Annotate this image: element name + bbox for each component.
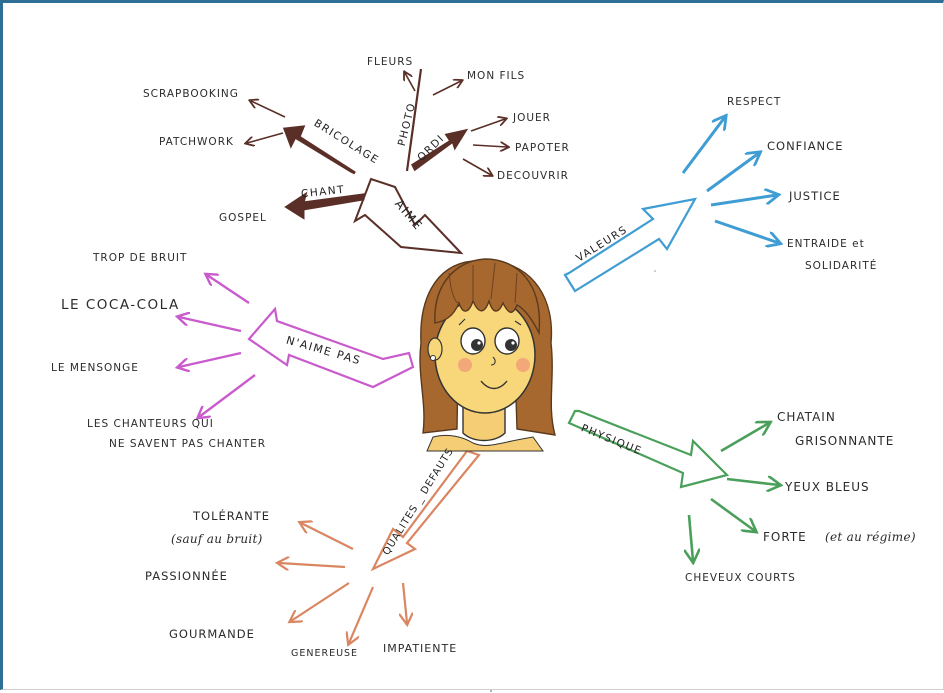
forte-label: FORTE — [763, 530, 807, 544]
arrow-impatiente — [403, 582, 407, 623]
gospel-label: GOSPEL — [219, 212, 267, 224]
arrow-genereuse — [349, 586, 375, 643]
valeurs-main-arrow — [563, 197, 698, 293]
girl-portrait — [419, 258, 556, 452]
earring — [430, 355, 436, 361]
naime-pas-main-arrow — [247, 306, 415, 389]
arrow-gourmande — [291, 582, 350, 621]
tolerante-note-label: (sauf au bruit) — [171, 532, 263, 546]
patchwork-label: PATCHWORK — [159, 136, 234, 148]
arrow-passionnee — [279, 563, 346, 567]
arrow-cheveux — [689, 514, 693, 561]
arrow-forte — [710, 497, 755, 531]
tolerante-label: TOLÉRANTE — [193, 509, 271, 523]
chanteurs-label-1: LES CHANTEURS QUI — [87, 418, 214, 430]
mon-fils-label: MON FILS — [467, 70, 526, 82]
arrow-mensonge — [179, 351, 242, 367]
mouth — [480, 380, 508, 390]
arrow-entraide — [714, 219, 779, 243]
arrow-confiance — [706, 153, 759, 193]
impatiente-label: IMPATIENTE — [383, 642, 458, 655]
mensonge-label: LE MENSONGE — [51, 362, 139, 374]
arrow-decouvrir — [462, 158, 491, 175]
passionnee-label: PASSIONNÉE — [145, 569, 228, 583]
arrow-patchwork — [247, 132, 284, 143]
chanteurs-label-2: NE SAVENT PAS CHANTER — [109, 438, 267, 450]
jouer-label: JOUER — [513, 112, 551, 124]
arrow-tolerante — [301, 523, 354, 550]
yeux-label: YEUX BLEUS — [785, 480, 870, 494]
arrow-papoter — [472, 145, 507, 147]
chatain-label-1: CHATAIN — [777, 410, 836, 424]
physique-main-arrow — [567, 409, 730, 489]
genereuse-label: GENEREUSE — [291, 648, 359, 659]
hair-fringe — [434, 258, 541, 336]
trop-de-bruit-label: TROP DE BRUIT — [93, 252, 188, 264]
arrow-justice — [710, 195, 777, 207]
speck — [490, 690, 492, 692]
arrow-yeux — [726, 479, 779, 485]
chatain-label-2: GRISONNANTE — [795, 434, 895, 448]
qualites-branch — [279, 449, 481, 643]
scrapbooking-label: SCRAPBOOKING — [143, 88, 239, 100]
nose — [490, 356, 496, 366]
decouvrir-label: DECOUVRIR — [497, 170, 569, 182]
photo-line — [405, 68, 423, 172]
entraide-label-1: ENTRAIDE et — [787, 238, 865, 250]
aime-branch — [247, 68, 507, 255]
coca-label: LE COCA-COLA — [61, 297, 180, 313]
arrow-coca — [179, 317, 242, 333]
left-cheek — [458, 358, 472, 372]
fleurs-label: FLEURS — [367, 56, 414, 68]
arrow-jouer — [470, 119, 505, 132]
respect-label: RESPECT — [727, 96, 782, 108]
confiance-label: CONFIANCE — [767, 139, 844, 153]
valeurs-branch — [563, 117, 779, 293]
justice-label: JUSTICE — [789, 189, 841, 203]
naime-pas-branch — [179, 275, 415, 417]
arrow-mon-fils — [432, 81, 461, 96]
mind-map-drawing — [3, 68, 944, 692]
arrow-respect — [681, 117, 725, 174]
ordi-arrow — [411, 128, 469, 172]
arrow-trop-de-bruit — [207, 275, 250, 304]
speck — [654, 270, 656, 272]
shirt — [426, 434, 544, 452]
papoter-label: PAPOTER — [515, 142, 570, 154]
arrow-chatain — [720, 423, 769, 453]
arrow-fleurs — [405, 73, 416, 92]
bricolage-arrow — [282, 125, 356, 175]
aime-main-arrow — [353, 177, 464, 255]
qualites-main-arrow — [370, 449, 481, 572]
chant-arrow — [284, 191, 365, 220]
cheveux-label: CHEVEUX COURTS — [685, 572, 796, 584]
entraide-label-2: SOLIDARITÉ — [805, 260, 878, 272]
right-cheek — [516, 358, 530, 372]
gourmande-label: GOURMANDE — [169, 627, 255, 641]
physique-branch — [567, 409, 779, 561]
arrow-scrapbooking — [251, 101, 286, 118]
arrow-chanteurs — [199, 374, 256, 417]
forte-note-label: (et au régime) — [825, 530, 916, 544]
